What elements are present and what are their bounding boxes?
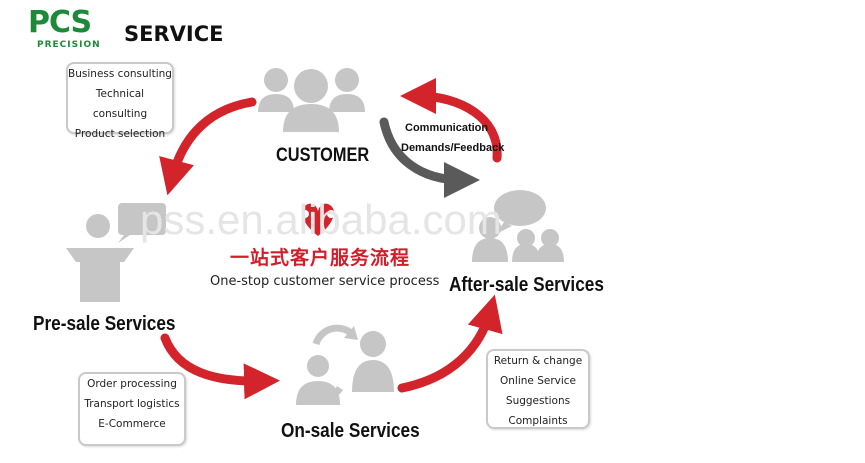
aftersale-item: Online Service [499,375,576,387]
brand-logo: PCS [28,5,92,40]
logo-tagline: PRECISION [37,40,101,50]
communication-label: Communication [405,122,489,134]
aftersale-item: Suggestions [505,395,571,407]
presale-label: Pre-sale Services [33,313,176,335]
demands-feedback-label: Demands/Feedback [401,142,505,154]
arrow-onsale-to-aftersale [397,294,503,393]
onsale-services-box: Order processing Transport logistics E-C… [78,372,186,446]
onsale-people-refresh-icon [296,324,394,405]
aftersale-label: After-sale Services [449,274,604,296]
aftersale-item: Complaints [508,415,568,427]
presale-item: Business consulting [68,68,172,80]
customer-label: CUSTOMER [276,145,370,166]
arrow-customer-to-aftersale [379,117,480,198]
chinese-title: 一站式客户服务流程 [230,247,411,269]
onsale-item: Order processing [87,378,177,390]
presale-services-box: Business consulting Technical consulting… [66,62,174,140]
aftersale-item: Return & change [493,355,583,367]
english-subtitle: One-stop customer service process [210,274,440,289]
arrow-presale-to-onsale [160,333,280,400]
heart-emblem-icon [301,203,335,236]
onsale-item: E-Commerce [98,418,166,430]
watermark-text: pss.en.alibaba.com [140,196,502,243]
aftersale-chat-people-icon [472,190,564,262]
arrow-feedback-to-customer [400,78,502,163]
presale-item: Product selection [74,128,166,140]
onsale-item: Transport logistics [84,398,180,410]
presale-item: Technical consulting [92,88,148,120]
arrow-customer-to-presale [159,97,257,196]
page-title: SERVICE [124,22,224,46]
logo-brand-text: PCS [28,5,92,40]
customer-group-icon [258,68,365,132]
onsale-label: On-sale Services [281,420,420,442]
presenter-podium-icon [66,203,166,302]
aftersale-services-box: Return & change Online Service Suggestio… [486,349,590,429]
